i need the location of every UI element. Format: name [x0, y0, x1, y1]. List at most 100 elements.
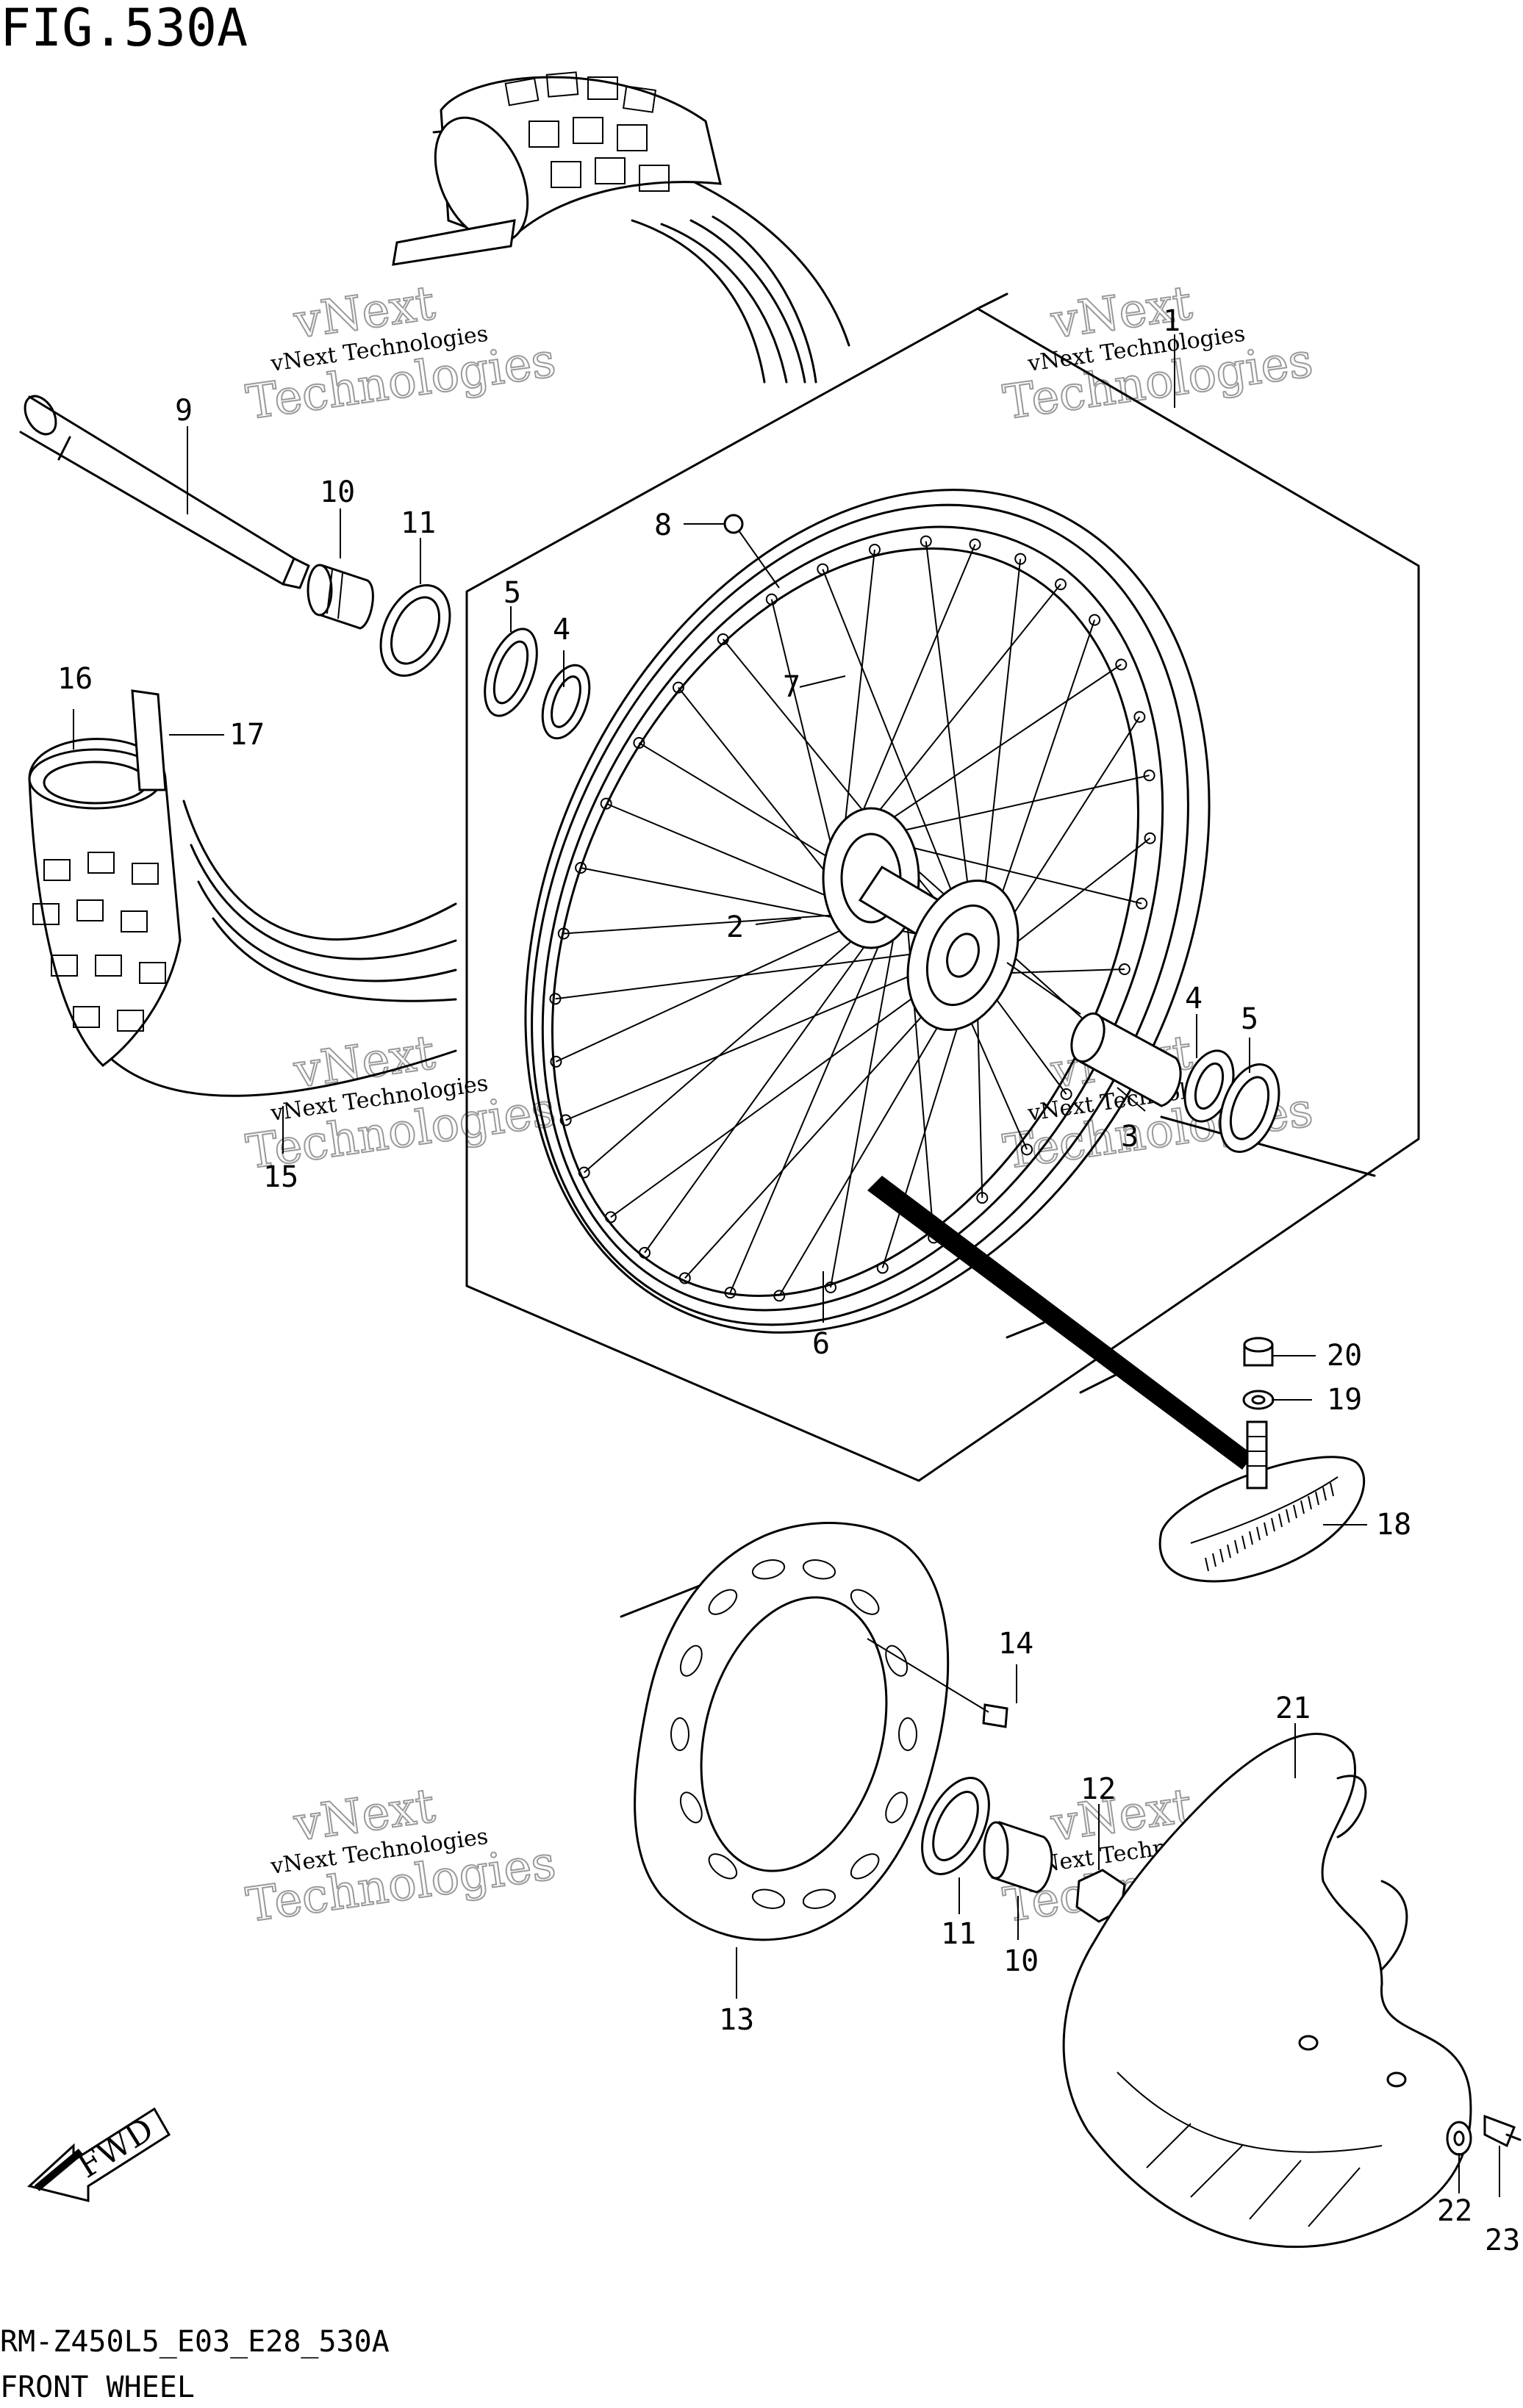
spoke [584, 921, 875, 1174]
disc-cutout [708, 1589, 738, 1615]
spoke-nipple-mark [1060, 1088, 1072, 1100]
callout-16: 16 [57, 662, 93, 696]
spoke-nipple-mark [1014, 553, 1027, 565]
spoke [992, 968, 1125, 974]
spoke [840, 549, 875, 860]
band-rib [1315, 1491, 1319, 1506]
callout-5-left: 5 [504, 576, 521, 610]
spoke [610, 980, 937, 1218]
callout-20: 20 [1327, 1339, 1362, 1373]
disc-cutout [850, 1853, 880, 1880]
spoke-nipple-mark [1115, 658, 1128, 671]
callout-12: 12 [1081, 1772, 1116, 1806]
spoke [889, 841, 1142, 905]
spoke [868, 664, 1122, 835]
guard-bolt [1483, 2114, 1522, 2148]
callout-10-top: 10 [320, 475, 355, 509]
disc-cutout [802, 1888, 836, 1909]
watermark: vNext Technologies vNext Technologies [243, 1025, 560, 1181]
rim-band [1158, 1456, 1366, 1583]
callout-21: 21 [1275, 1692, 1311, 1725]
callout-6: 6 [812, 1327, 830, 1361]
band-rib [1271, 1517, 1275, 1532]
band-rib [1286, 1509, 1290, 1523]
spoke [729, 909, 895, 1293]
disc-cutout [802, 1559, 836, 1580]
band-rib [1205, 1557, 1209, 1572]
disc-bolt [867, 1638, 1008, 1728]
spoke-nipple-mark [1133, 711, 1146, 723]
callout-11-top: 11 [401, 506, 436, 540]
spoke-nipple-mark [604, 1211, 617, 1223]
disc-cutout [670, 1717, 690, 1751]
callout-19: 19 [1327, 1383, 1362, 1417]
seal-top [379, 583, 451, 678]
spoke-nipple-mark [578, 1166, 590, 1179]
guard-washer [1446, 2121, 1472, 2156]
spoke-nipple-mark [633, 737, 645, 750]
disc-cutout [885, 1791, 909, 1824]
spoke-nipple-mark [969, 538, 981, 550]
tire-left [28, 689, 457, 1097]
spoke-nipple-mark [1089, 614, 1101, 626]
valve-stem [1246, 1420, 1268, 1489]
callout-15: 15 [263, 1160, 298, 1194]
band-rib [1227, 1544, 1231, 1559]
spoke [881, 999, 967, 1268]
band-rib [1219, 1548, 1224, 1563]
footer-caption: FRONT WHEEL [0, 2371, 195, 2404]
fwd-arrow-icon: FWD [26, 2107, 171, 2202]
brake-disc [620, 1522, 950, 1941]
callout-11-bottom: 11 [941, 1917, 976, 1951]
disc-cutout [898, 1717, 917, 1751]
spoke-nipple-mark [557, 927, 570, 940]
spoke-nipple-mark [559, 1114, 572, 1126]
callout-7: 7 [783, 670, 800, 704]
callout-22: 22 [1437, 2194, 1472, 2228]
band-rib [1241, 1535, 1246, 1550]
spoke-nipple-mark [1021, 1143, 1033, 1156]
spoke-nipple-mark [600, 797, 612, 810]
seal-bottom [921, 1777, 990, 1875]
callout-3: 3 [1121, 1120, 1139, 1154]
assembly-box [465, 292, 1420, 1482]
band-rib [1249, 1531, 1253, 1545]
fwd-label: FWD [71, 2110, 160, 2185]
callout-9: 9 [175, 394, 193, 428]
spoke-nipple-mark [817, 563, 829, 575]
spoke [976, 995, 983, 1198]
spoke [644, 918, 886, 1254]
spoke-nipple-mark [672, 681, 684, 694]
spoke-nipple-mark [773, 1290, 786, 1302]
hub [822, 807, 1019, 1032]
spoke [684, 991, 945, 1279]
tire-top-arc [392, 71, 850, 384]
disc-cutout [751, 1888, 786, 1909]
spoke-nipple-mark [575, 861, 587, 874]
tube-stripe [867, 1176, 1253, 1470]
figure-title: FIG.530A [0, 0, 248, 58]
spoke-nipple-mark [976, 1192, 989, 1204]
spoke-nipple-mark [920, 535, 932, 547]
spoke-nipple-mark [876, 1262, 889, 1274]
band-rib [1264, 1522, 1268, 1537]
bearing-left [541, 664, 591, 740]
spoke [830, 896, 902, 1288]
spoke-nipple-mark [1136, 897, 1148, 910]
disc-cutout [885, 1645, 909, 1677]
spoke [778, 997, 956, 1296]
callout-8: 8 [654, 508, 672, 542]
spoke [565, 966, 932, 1121]
spoke [770, 599, 839, 874]
callout-14: 14 [998, 1627, 1033, 1661]
callout-23: 23 [1485, 2224, 1520, 2257]
bearing-right [1183, 1049, 1235, 1123]
valve-washer [1242, 1390, 1275, 1410]
band-rib [1212, 1553, 1216, 1567]
spoke [563, 913, 852, 935]
spoke-nipple-mark [868, 543, 881, 556]
spoke [856, 583, 1061, 838]
spoke-nipple-mark [1118, 963, 1130, 976]
callout-10-bottom: 10 [1003, 1944, 1039, 1978]
